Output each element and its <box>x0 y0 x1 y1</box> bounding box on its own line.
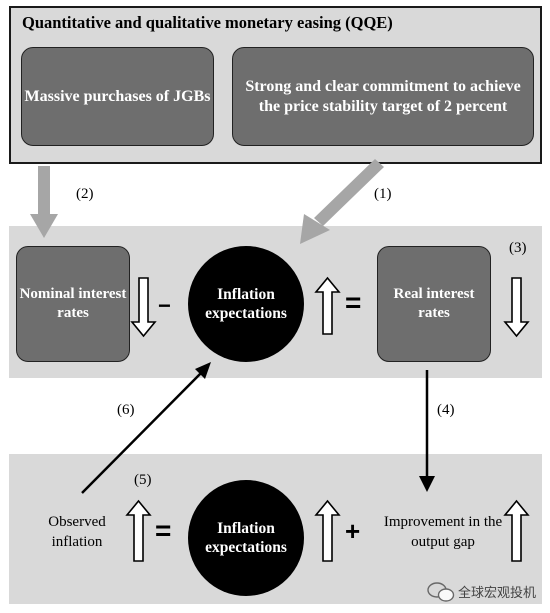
step-4-label: (4) <box>437 402 455 418</box>
inflation-expectations-circle-bottom: Inflation expectations <box>188 480 304 596</box>
plus-sign: + <box>345 516 361 546</box>
real-interest-rates-box: Real interest rates <box>377 246 491 362</box>
gray-arrow-2 <box>30 166 58 238</box>
step-1-label: (1) <box>374 186 392 202</box>
nominal-direction-arrow <box>130 277 157 338</box>
mid-expectations-direction-arrow <box>314 276 341 335</box>
step-5-label: (5) <box>134 472 152 488</box>
inflation-expectations-circle: Inflation expectations <box>188 246 304 362</box>
wechat-icon <box>427 582 455 602</box>
output-gap-label: Improvement in the output gap <box>383 514 503 551</box>
jgb-purchases-box: Massive purchases of JGBs <box>21 47 214 146</box>
arrow-4 <box>419 370 435 492</box>
improvement-direction-arrow <box>503 499 530 562</box>
observed-direction-arrow <box>125 499 152 562</box>
arrow-6 <box>81 362 211 494</box>
gray-arrow-1 <box>300 159 384 244</box>
step-3-label: (3) <box>509 240 527 256</box>
observed-inflation-label: Observed inflation <box>48 514 106 551</box>
watermark-text: 全球宏观投机 <box>458 586 537 601</box>
bot-expectations-direction-arrow <box>314 499 341 562</box>
price-target-commitment-box: Strong and clear commitment to achieve t… <box>232 47 534 146</box>
step-2-label: (2) <box>76 186 94 202</box>
equals-sign-bottom: = <box>155 515 172 546</box>
equals-sign: = <box>345 287 362 318</box>
nominal-interest-rates-box: Nominal interest rates <box>16 246 130 362</box>
real-direction-arrow <box>503 277 530 338</box>
qqe-title: Quantitative and qualitative monetary ea… <box>22 13 393 32</box>
step-6-label: (6) <box>117 402 135 418</box>
minus-sign: − <box>158 293 171 318</box>
